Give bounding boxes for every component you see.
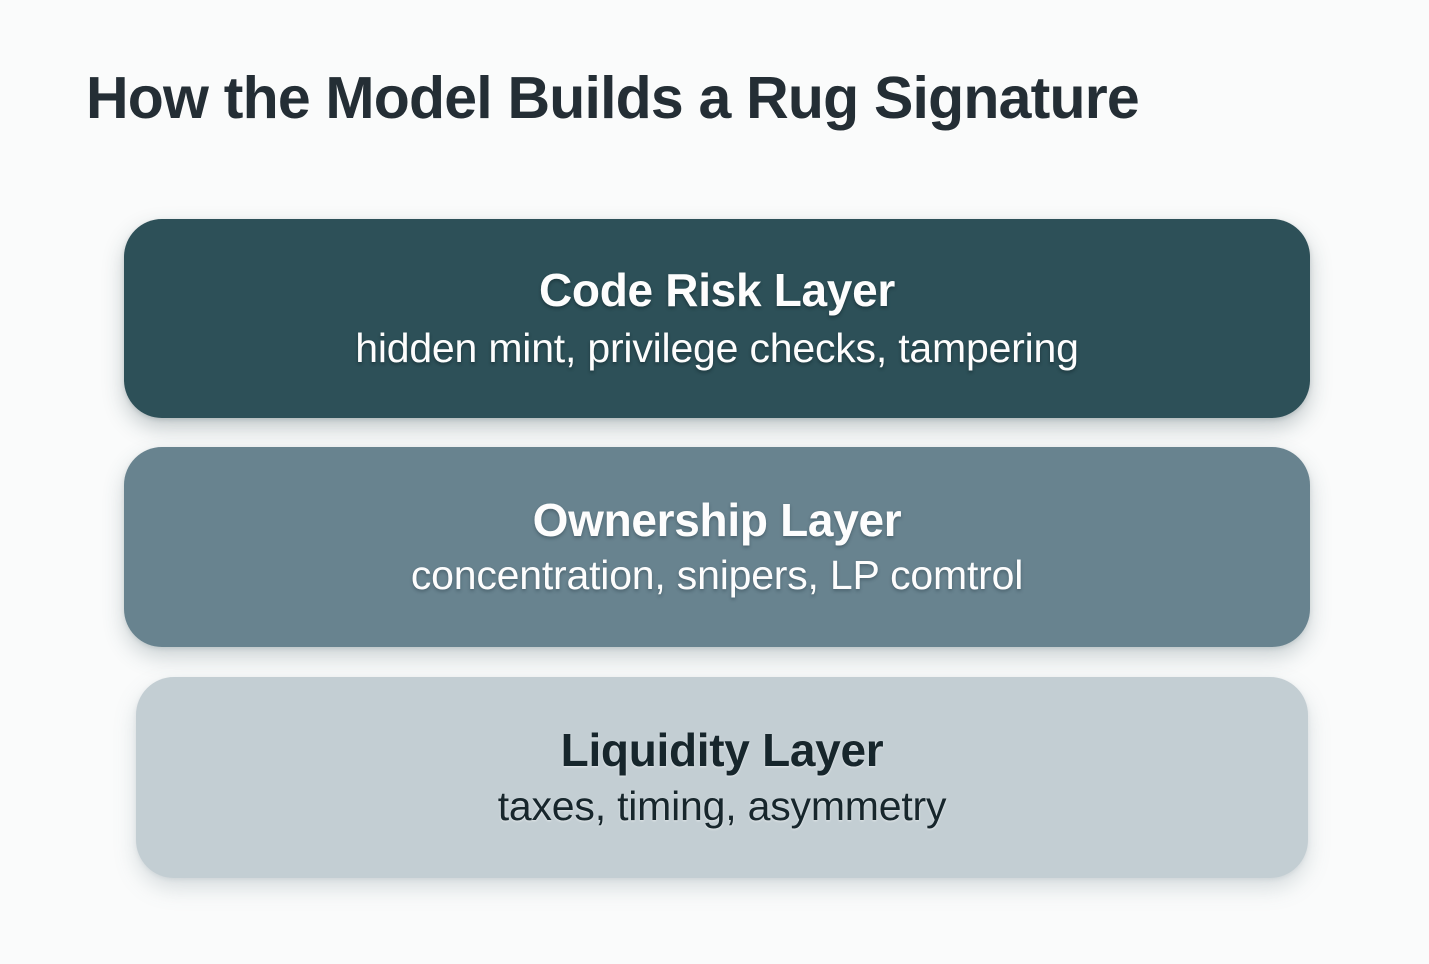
layer-card-title: Liquidity Layer (560, 724, 884, 777)
layer-card-subtitle: concentration, snipers, LP comtrol (410, 552, 1024, 599)
layer-card-subtitle: taxes, timing, asymmetry (497, 782, 947, 829)
layer-card-title: Ownership Layer (532, 493, 902, 546)
layer-card-code-risk[interactable]: Code Risk Layer hidden mint, privilege c… (124, 219, 1310, 418)
page-title: How the Model Builds a Rug Signature (86, 65, 1140, 131)
layer-card-subtitle: hidden mint, privilege checks, tampering (355, 324, 1079, 371)
layer-card-title: Code Risk Layer (539, 264, 895, 317)
layer-card-liquidity[interactable]: Liquidity Layer taxes, timing, asymmetry (136, 677, 1308, 878)
layer-card-ownership[interactable]: Ownership Layer concentration, snipers, … (124, 447, 1310, 647)
